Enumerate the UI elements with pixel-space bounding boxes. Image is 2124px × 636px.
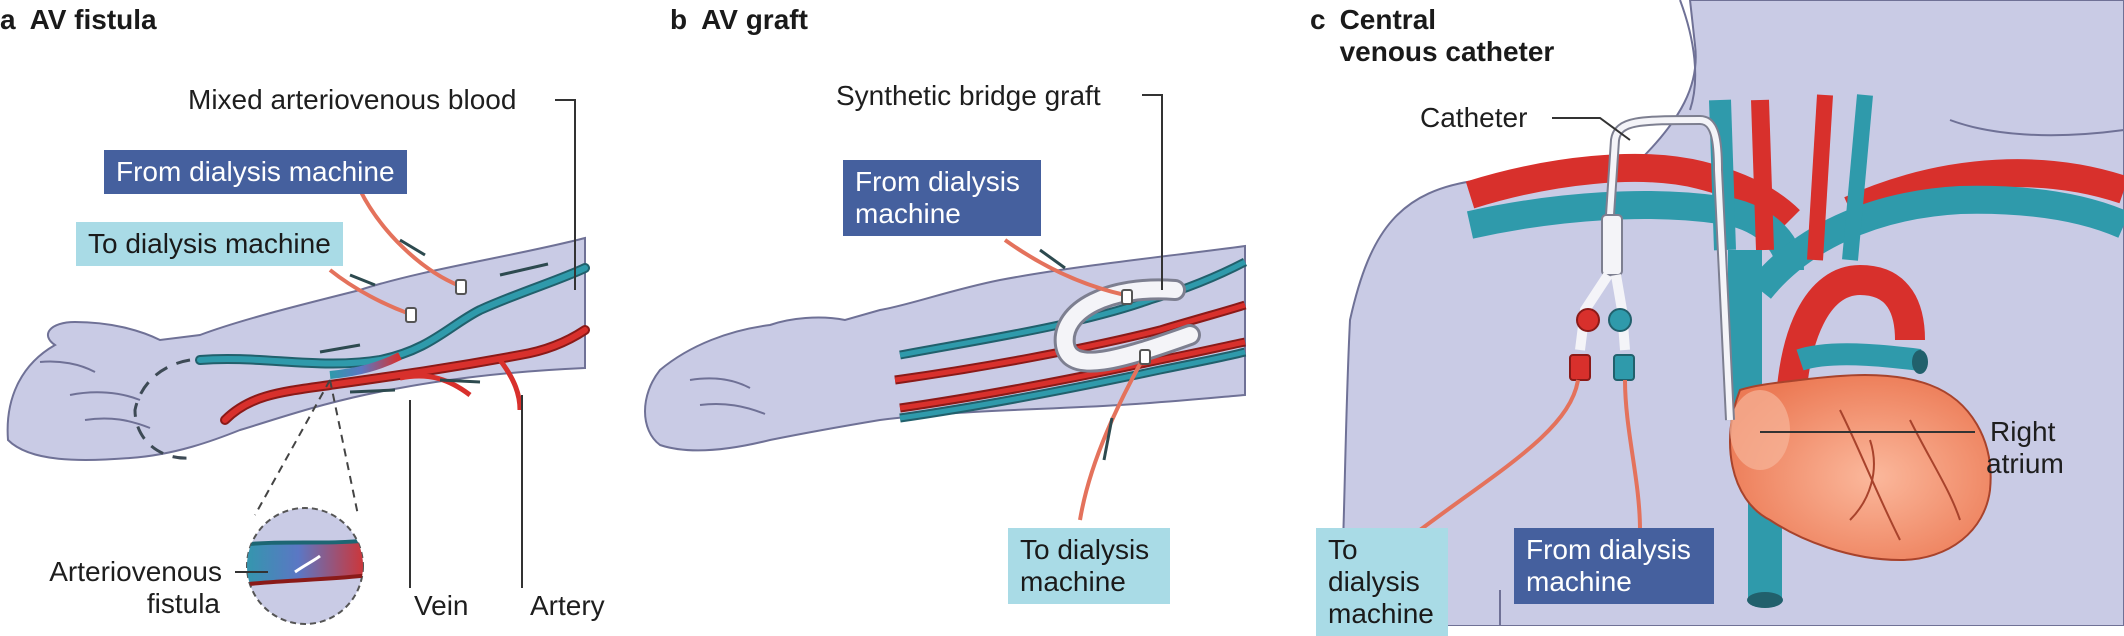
label-b-to-dialysis: To dialysis machine: [1008, 528, 1170, 604]
catheter-device: [1418, 114, 1735, 532]
heart: [1729, 374, 1992, 562]
label-a-to-dialysis: To dialysis machine: [76, 222, 343, 266]
panel-c-title-line1: Central: [1339, 4, 1437, 35]
panel-a-letter: a: [0, 4, 16, 35]
panel-b-heading: b AV graft: [670, 4, 808, 36]
label-synthetic-graft: Synthetic bridge graft: [836, 80, 1101, 111]
label-arteriovenous-fistula: Arteriovenous fistula: [30, 556, 222, 620]
panel-b-title: AV graft: [701, 4, 808, 35]
label-b-from-line1: From dialysis: [855, 166, 1020, 197]
panel-b-vessels: [894, 238, 1248, 521]
label-right-line1: Right: [1990, 416, 2056, 447]
label-artery: Artery: [530, 590, 605, 621]
fistula-inset: [246, 379, 364, 625]
label-right-atrium: Right atrium: [1986, 416, 2064, 480]
label-right-line2: atrium: [1986, 448, 2064, 479]
panel-a-heading: a AV fistula: [0, 4, 157, 36]
label-b-to-line2: machine: [1020, 566, 1126, 597]
label-vein: Vein: [414, 590, 469, 621]
label-b-to-line1: To dialysis: [1020, 534, 1150, 565]
label-b-from-dialysis: From dialysis machine: [843, 160, 1041, 236]
label-c-from-line1: From dialysis: [1526, 534, 1691, 565]
panel-b-leaders: [1142, 94, 1163, 290]
panel-a-vessels: [133, 189, 590, 460]
label-a-from-text: From dialysis machine: [116, 156, 395, 187]
panel-c-letter: c: [1310, 4, 1326, 35]
panel-a-leaders: [235, 99, 576, 588]
label-a-from-dialysis: From dialysis machine: [104, 150, 407, 194]
label-c-to-line1: To dialysis: [1328, 534, 1420, 597]
panel-b-letter: b: [670, 4, 688, 35]
panel-c-leaders: [1552, 117, 1975, 433]
label-a-to-text: To dialysis machine: [88, 228, 331, 259]
label-fistula-line1: Arteriovenous: [49, 556, 222, 587]
panel-a-title: AV fistula: [29, 4, 157, 35]
label-c-to-dialysis: To dialysis machine: [1316, 528, 1448, 636]
panel-c-title-line2: venous catheter: [1339, 36, 1555, 67]
label-c-from-dialysis: From dialysis machine: [1514, 528, 1714, 604]
label-c-from-line2: machine: [1526, 566, 1632, 597]
panel-a-arm: [6, 236, 586, 461]
label-catheter: Catheter: [1420, 102, 1528, 133]
label-mixed-blood: Mixed arteriovenous blood: [188, 84, 517, 115]
label-fistula-line2: fistula: [146, 588, 220, 619]
label-b-from-line2: machine: [855, 198, 961, 229]
label-c-to-line2: machine: [1328, 598, 1434, 629]
